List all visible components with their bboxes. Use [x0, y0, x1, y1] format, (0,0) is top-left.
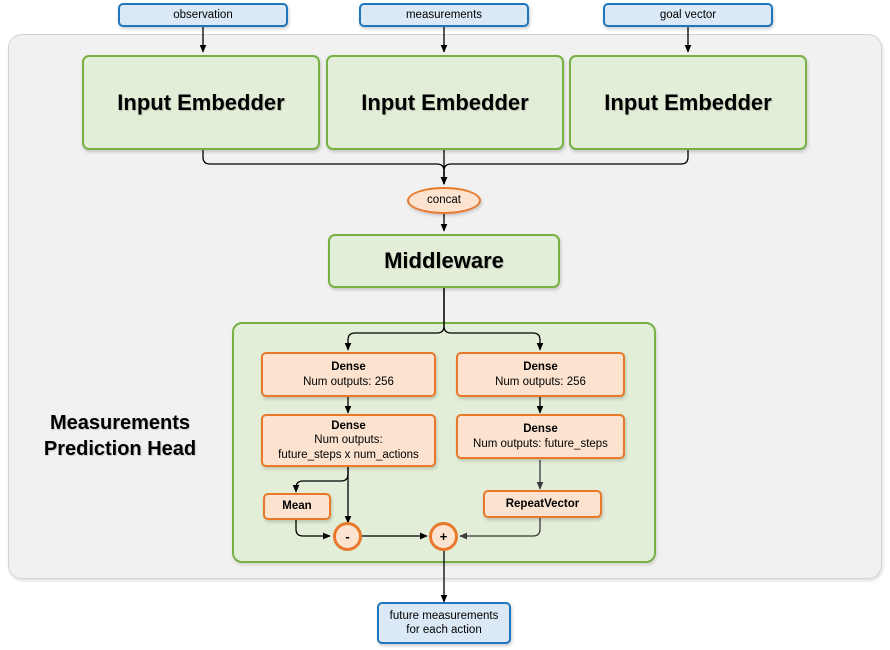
- middleware-node[interactable]: Middleware: [328, 234, 560, 288]
- input-embedder-goal-vector[interactable]: Input Embedder: [569, 55, 807, 150]
- subtract-operator[interactable]: -: [333, 522, 362, 551]
- dense-right-1-title: Dense: [523, 361, 558, 374]
- middleware-label: Middleware: [384, 248, 504, 274]
- input-embedder-observation-label: Input Embedder: [117, 89, 285, 115]
- dense-right-2-title: Dense: [523, 423, 558, 436]
- output-line-2: for each action: [406, 624, 482, 636]
- subtract-operator-label: -: [345, 529, 350, 544]
- dense-right-1[interactable]: Dense Num outputs: 256: [456, 352, 625, 397]
- dense-right-2[interactable]: Dense Num outputs: future_steps: [456, 414, 625, 459]
- dense-left-2-detail-1: Num outputs:: [314, 434, 383, 447]
- dense-left-2-detail-2: future_steps x num_actions: [278, 448, 419, 461]
- concat-label: concat: [427, 194, 461, 207]
- input-label-observation-text: observation: [173, 8, 233, 21]
- dense-left-1-detail: Num outputs: 256: [303, 375, 394, 388]
- input-embedder-measurements[interactable]: Input Embedder: [326, 55, 564, 150]
- output-future-measurements[interactable]: future measurements for each action: [377, 602, 511, 644]
- dense-left-1[interactable]: Dense Num outputs: 256: [261, 352, 436, 397]
- add-operator-label: +: [439, 529, 448, 544]
- input-label-measurements[interactable]: measurements: [359, 3, 529, 27]
- concat-node[interactable]: concat: [407, 187, 481, 214]
- repeat-vector-label: RepeatVector: [505, 497, 580, 510]
- add-operator[interactable]: +: [429, 522, 458, 551]
- dense-right-2-detail: Num outputs: future_steps: [473, 437, 608, 450]
- input-embedder-observation[interactable]: Input Embedder: [82, 55, 320, 150]
- input-label-measurements-text: measurements: [405, 8, 483, 21]
- dense-left-1-title: Dense: [331, 361, 366, 374]
- measurements-prediction-head-title: Measurements Prediction Head: [20, 410, 220, 462]
- head-title-line-2: Prediction Head: [43, 438, 197, 460]
- head-title-line-1: Measurements: [49, 412, 191, 434]
- repeat-vector-node[interactable]: RepeatVector: [483, 490, 602, 518]
- dense-left-2-title: Dense: [331, 419, 366, 432]
- input-label-observation[interactable]: observation: [118, 3, 288, 27]
- input-label-goal-vector-text: goal vector: [659, 8, 717, 21]
- dense-right-1-detail: Num outputs: 256: [495, 375, 586, 388]
- input-label-goal-vector[interactable]: goal vector: [603, 3, 773, 27]
- input-embedder-measurements-label: Input Embedder: [361, 89, 529, 115]
- output-line-1: future measurements: [389, 609, 499, 622]
- mean-label: Mean: [282, 500, 312, 513]
- dense-left-2[interactable]: Dense Num outputs: future_steps x num_ac…: [261, 414, 436, 467]
- input-embedder-goal-vector-label: Input Embedder: [604, 89, 772, 115]
- mean-node[interactable]: Mean: [263, 493, 331, 520]
